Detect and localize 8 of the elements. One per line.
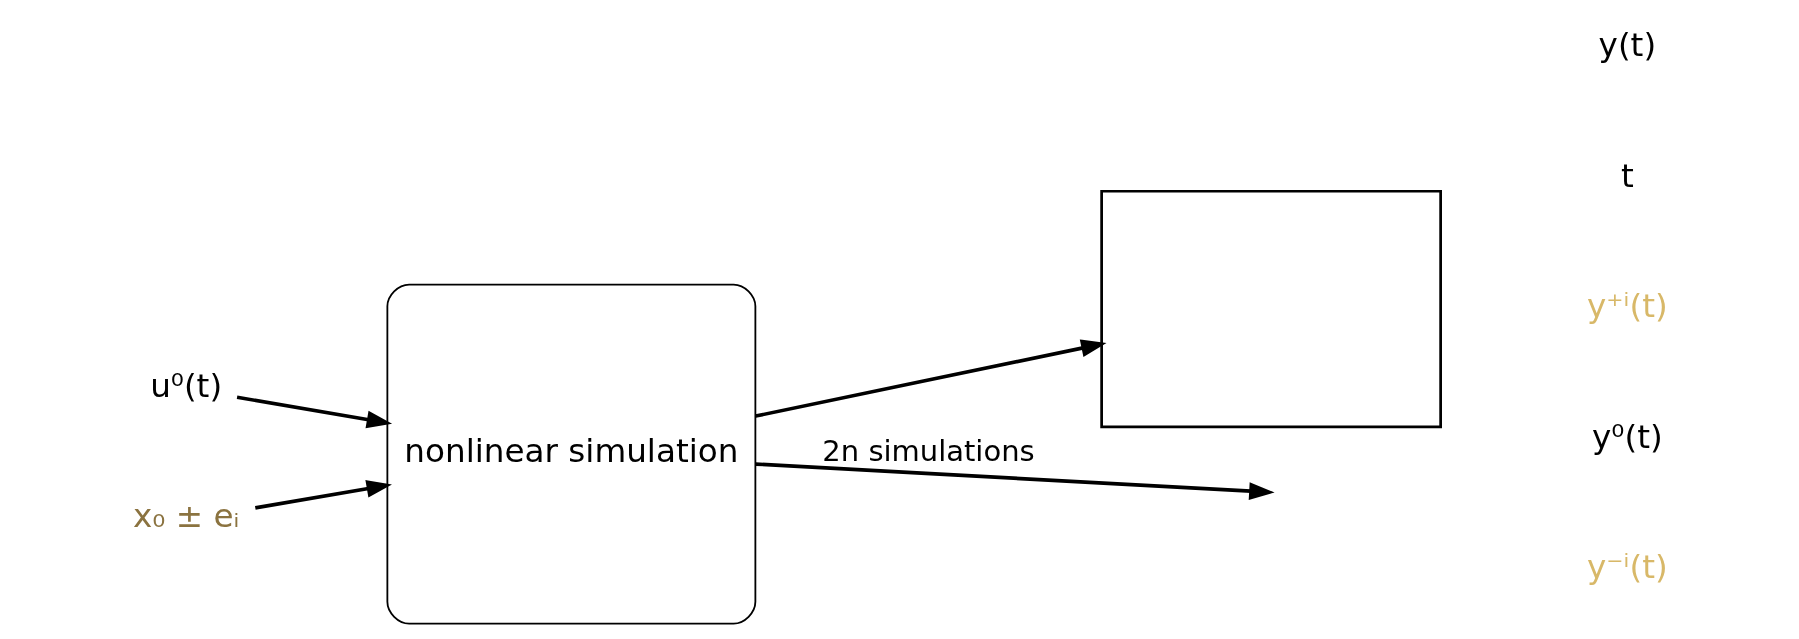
label: t [1620,156,1634,195]
legend-label: y⁻ⁱ(t) [1587,548,1668,587]
edge-label: 2n simulations [822,433,1035,468]
legend-label: y⁺ⁱ(t) [1587,287,1668,326]
node-text: x₀ ± eᵢ [132,497,240,536]
node-text: u⁰(t) [150,366,223,405]
legend-label: y⁰(t) [1592,417,1663,456]
label: y(t) [1598,26,1657,64]
